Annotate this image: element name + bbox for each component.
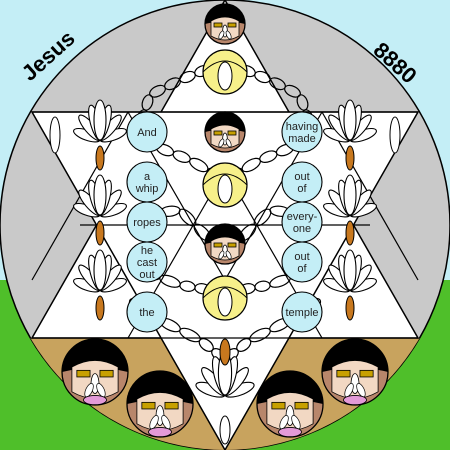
lotus-icon [323, 249, 377, 293]
face-icon [126, 370, 194, 438]
lotus-stem-bud [345, 145, 355, 171]
word-text: out [294, 171, 309, 183]
face-icon [204, 223, 246, 265]
bottom-faces [61, 338, 389, 438]
word-text: whip [135, 183, 159, 195]
word-text: And [137, 127, 157, 139]
word-bubble: temple [281, 291, 323, 333]
lotus-stem-bud [345, 220, 355, 246]
lotus-icon [323, 174, 377, 218]
face-icon [204, 111, 246, 153]
lotus-icon [195, 350, 255, 398]
center-stem [219, 415, 231, 445]
center-column [202, 3, 248, 321]
word-text: a [144, 171, 151, 183]
lotus-icon [73, 174, 127, 218]
lotus-stem-bud [345, 295, 355, 321]
word-text: one [293, 223, 311, 235]
face-icon [204, 3, 246, 45]
word-text: temple [285, 307, 318, 319]
lotus-stem-bud [95, 145, 105, 171]
face-icon [61, 338, 129, 406]
word-text: of [297, 263, 307, 275]
word-text: ropes [133, 217, 161, 229]
word-text: he [141, 245, 153, 257]
lotus-icon [73, 99, 127, 143]
edge-bud [389, 116, 401, 154]
word-text: of [297, 183, 307, 195]
face-icon [321, 338, 389, 406]
halo-icon [202, 162, 248, 208]
word-text: the [139, 307, 154, 319]
face-icon [256, 370, 324, 438]
lotus-stem-bud [95, 295, 105, 321]
lotus-icon [73, 249, 127, 293]
lotus-stem-bud [95, 220, 105, 246]
halo-icon [202, 49, 248, 95]
word-text: every- [287, 211, 318, 223]
halo-icon [202, 275, 248, 321]
lotus-icon [323, 99, 377, 143]
word-text: having [286, 121, 318, 133]
center-bud [219, 338, 231, 366]
word-text: made [288, 133, 316, 145]
lotus-stacks [49, 99, 401, 445]
word-bubble: the [126, 291, 168, 333]
word-text: out [139, 269, 154, 281]
edge-bud [49, 116, 61, 154]
word-text: out [294, 251, 309, 263]
word-bubble: ropes [126, 201, 168, 243]
word-bubble: And [126, 111, 168, 153]
chain-link-icon [236, 338, 252, 352]
word-bubble: every-one [281, 201, 323, 243]
word-text: cast [137, 257, 157, 269]
